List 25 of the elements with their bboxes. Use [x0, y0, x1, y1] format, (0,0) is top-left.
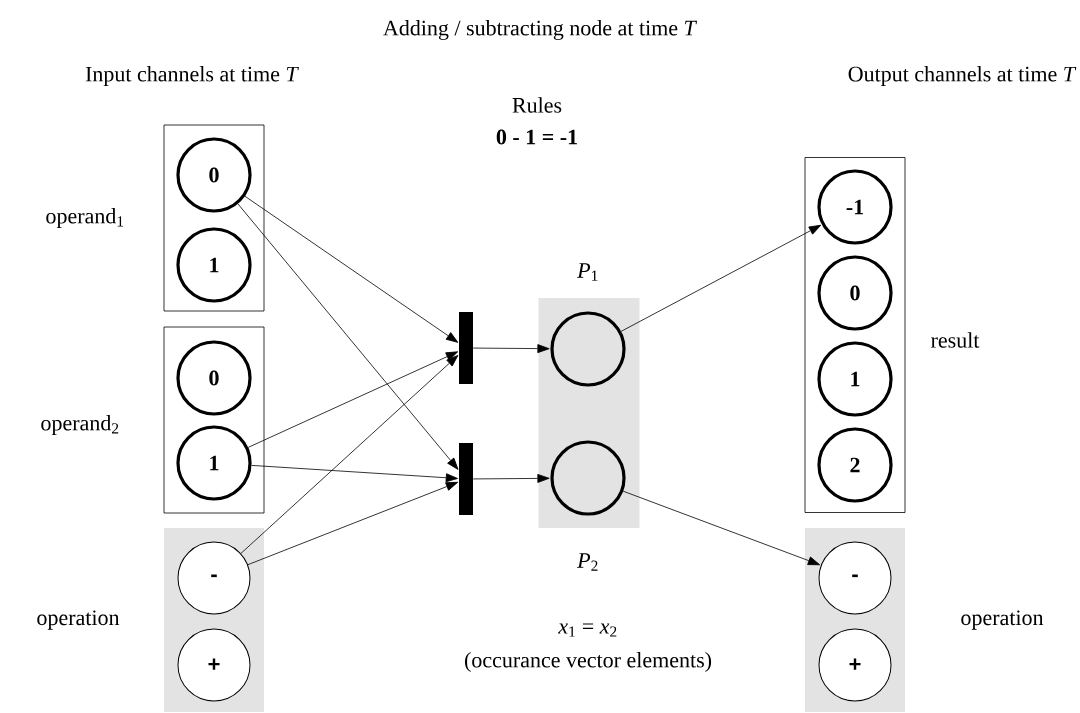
arrow — [240, 355, 459, 554]
arrow — [244, 195, 459, 343]
side-label: operation — [961, 610, 1044, 630]
side-label: P$_{1}$ — [577, 263, 598, 281]
side-label: operation — [37, 610, 120, 630]
label: Input channels at time T — [85, 66, 299, 86]
group-band — [538, 298, 640, 528]
arrow — [472, 344, 550, 354]
side-label: result — [931, 332, 980, 348]
arrow — [472, 474, 550, 483]
label: Output channels at time T — [848, 66, 1077, 86]
arrow — [247, 351, 459, 448]
label: Rules — [512, 97, 562, 113]
arrow — [622, 490, 821, 566]
side-label: P$_{2}$ — [577, 553, 598, 571]
arrow — [247, 481, 459, 566]
title: Adding / subtracting node at time T — [383, 20, 698, 40]
label: x$_{1}$ = x$_{2}$ — [558, 623, 617, 637]
arrow — [620, 224, 822, 332]
side-label: operand$_{2}$ — [41, 415, 119, 435]
rule-text: 0 - 1 = -1 — [496, 129, 577, 145]
arrow — [251, 465, 458, 483]
label: (occurance vector elements) — [465, 652, 712, 672]
side-label: operand$_{1}$ — [46, 208, 124, 228]
arrow — [237, 203, 459, 470]
